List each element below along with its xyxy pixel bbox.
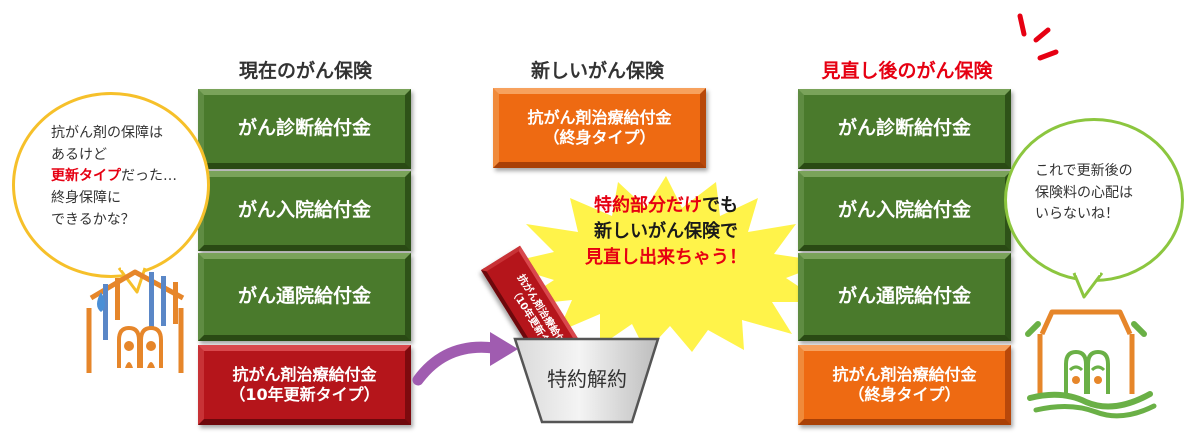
burst-line3: 見直し出来ちゃう！: [585, 247, 747, 269]
cancellation-bowl-icon: [513, 337, 660, 424]
burst-line1: 特約部分だけでも: [546, 193, 786, 219]
current-anticancer-benefit-line2: （10年更新タイプ）: [229, 385, 380, 404]
left-bubble-line3: 更新タイプだった…: [51, 166, 207, 188]
curved-arrow-icon: [412, 332, 518, 386]
burst-shape: [502, 176, 828, 352]
left-bubble-line1: 抗がん剤の保障は: [51, 125, 163, 141]
left-bubble-line5: できるかな？: [51, 211, 135, 228]
revised-outpatient-benefit-label: がん通院給付金: [837, 285, 971, 308]
right-speech-bubble: これで更新後の 保険料の心配は いらないね！: [1004, 118, 1184, 282]
current-hospitalization-benefit-label: がん入院給付金: [237, 199, 371, 222]
right-bubble-line3: いらないね！: [1035, 206, 1119, 223]
current-diagnosis-benefit-label: がん診断給付金: [237, 117, 371, 140]
burst-line2: 新しいがん保険で: [594, 221, 738, 243]
revised-anticancer-benefit-block: 抗がん剤治療給付金 （終身タイプ）: [798, 345, 1011, 425]
revised-diagnosis-benefit-block: がん診断給付金: [798, 89, 1011, 169]
burst-line1-rest: でも: [702, 195, 738, 216]
current-hospitalization-benefit-block: がん入院給付金: [198, 171, 411, 251]
current-anticancer-benefit-block: 抗がん剤治療給付金 （10年更新タイプ）: [198, 345, 411, 425]
revised-outpatient-benefit-block: がん通院給付金: [798, 253, 1011, 341]
right-bubble-line2: 保険料の心配は: [1035, 184, 1133, 201]
revised-diagnosis-benefit-label: がん診断給付金: [837, 117, 971, 140]
current-diagnosis-benefit-block: がん診断給付金: [198, 89, 411, 169]
current-outpatient-benefit-label: がん通院給付金: [237, 285, 371, 308]
revised-anticancer-benefit-line2: （終身タイプ）: [848, 385, 961, 404]
burst-emphasis: 特約部分だけ: [594, 195, 702, 216]
happy-house-character-icon: [1025, 309, 1157, 419]
revised-hospitalization-benefit-block: がん入院給付金: [798, 171, 1011, 251]
right-bubble-tail: [1072, 271, 1104, 299]
revised-anticancer-benefit-line1: 抗がん剤治療給付金: [832, 365, 977, 384]
left-bubble-line2: あるけど: [51, 146, 107, 163]
cancellation-label: 特約解約: [547, 367, 627, 391]
current-anticancer-benefit-line1: 抗がん剤治療給付金: [232, 365, 377, 384]
left-speech-bubble: 抗がん剤の保障は あるけど 更新タイプだった… 終身保障に できるかな？: [12, 92, 210, 278]
burst-message: 特約部分だけでも 新しいがん保険で 見直し出来ちゃう！: [546, 193, 786, 271]
current-insurance-title: 現在のがん保険: [238, 60, 372, 82]
current-outpatient-benefit-block: がん通院給付金: [198, 253, 411, 341]
new-anticancer-benefit-block: 抗がん剤治療給付金 （終身タイプ）: [493, 88, 706, 168]
left-bubble-line3-rest: だった…: [121, 168, 177, 185]
new-anticancer-benefit-line1: 抗がん剤治療給付金: [527, 108, 672, 127]
left-bubble-emphasis: 更新タイプ: [51, 168, 121, 185]
revised-insurance-title: 見直し後のがん保険: [821, 60, 993, 82]
new-insurance-title: 新しいがん保険: [530, 60, 664, 82]
right-bubble-line1: これで更新後の: [1035, 163, 1133, 179]
revised-hospitalization-benefit-label: がん入院給付金: [837, 199, 971, 222]
worried-house-character-icon: [86, 269, 185, 373]
left-bubble-line4: 終身保障に: [51, 190, 121, 207]
attention-marks-icon: [1017, 13, 1059, 61]
new-anticancer-benefit-line2: （終身タイプ）: [543, 128, 656, 147]
